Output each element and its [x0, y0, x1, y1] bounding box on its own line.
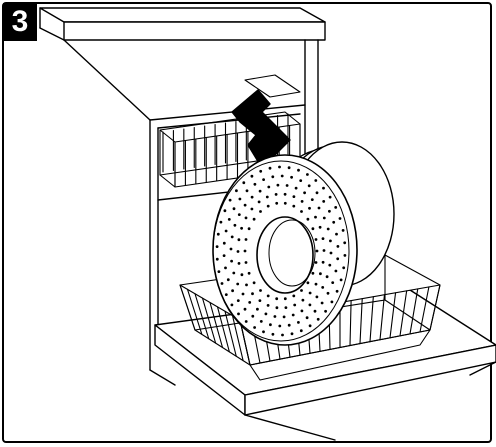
arrow-down-icon — [231, 89, 291, 169]
figure-frame — [2, 2, 492, 443]
filter-disc — [212, 141, 395, 346]
countertop — [39, 7, 326, 41]
step-number-badge: 3 — [3, 3, 37, 41]
